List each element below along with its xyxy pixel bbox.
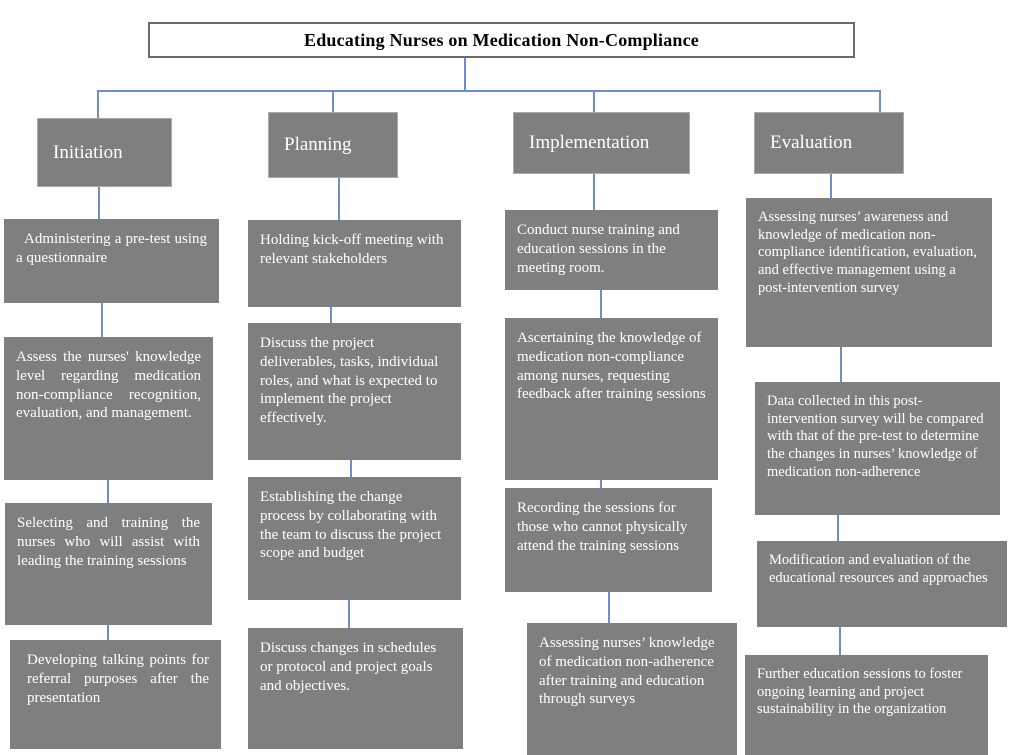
connector-initiation-1 — [98, 187, 100, 219]
planning-step-establish-change-process: Establishing the change process by colla… — [248, 477, 461, 600]
connector-initiation-3 — [107, 480, 109, 503]
connector-drop-evaluation — [879, 90, 881, 112]
phase-header-initiation-label: Initiation — [53, 141, 123, 163]
connector-drop-planning — [332, 90, 334, 112]
connector-main-horizontal — [97, 90, 881, 92]
phase-header-implementation-label: Implementation — [529, 132, 650, 153]
initiation-step-select-train-nurses: Selecting and training the nurses who wi… — [5, 503, 212, 625]
phase-header-implementation: Implementation — [513, 112, 690, 174]
planning-step-kickoff-meeting: Holding kick-off meeting with relevant s… — [248, 220, 461, 307]
implementation-step-assess-via-surveys: Assessing nurses’ knowledge of medicatio… — [527, 623, 737, 755]
planning-step-discuss-deliverables: Discuss the project deliverables, tasks,… — [248, 323, 461, 460]
initiation-step-pretest: Administering a pre-test using a questio… — [4, 219, 219, 303]
phase-header-evaluation: Evaluation — [754, 112, 904, 174]
chart-title: Educating Nurses on Medication Non-Compl… — [303, 29, 699, 50]
evaluation-step-further-education: Further education sessions to foster ong… — [745, 655, 988, 755]
initiation-step-assess-knowledge: Assess the nurses' knowledge level regar… — [4, 337, 213, 480]
planning-step-discuss-changes: Discuss changes in schedules or protocol… — [248, 628, 463, 749]
connector-planning-1 — [338, 178, 340, 220]
initiation-step-talking-points: Developing talking points for referral p… — [10, 640, 221, 749]
connector-planning-4 — [348, 600, 350, 628]
phase-header-evaluation-label: Evaluation — [770, 132, 853, 153]
connector-evaluation-1 — [830, 174, 832, 198]
evaluation-step-modify-resources: Modification and evaluation of the educa… — [757, 541, 1007, 627]
connector-initiation-4 — [107, 625, 109, 640]
connector-initiation-2 — [101, 303, 103, 337]
connector-evaluation-3 — [837, 515, 839, 541]
chart-title-box: Educating Nurses on Medication Non-Compl… — [148, 22, 855, 58]
connector-implementation-1 — [593, 174, 595, 210]
connector-title-drop — [464, 58, 466, 91]
connector-implementation-4 — [608, 592, 610, 623]
connector-drop-initiation — [97, 90, 99, 118]
implementation-step-ascertain-knowledge: Ascertaining the knowledge of medication… — [505, 318, 718, 480]
connector-planning-3 — [350, 460, 352, 477]
implementation-step-record-sessions: Recording the sessions for those who can… — [505, 488, 712, 592]
phase-header-planning-label: Planning — [284, 134, 352, 155]
implementation-step-conduct-training: Conduct nurse training and education ses… — [505, 210, 718, 290]
phase-header-initiation: Initiation — [37, 118, 172, 187]
connector-implementation-2 — [600, 290, 602, 318]
connector-evaluation-2 — [840, 347, 842, 382]
connector-evaluation-4 — [839, 627, 841, 655]
phase-header-planning: Planning — [268, 112, 398, 178]
evaluation-step-post-intervention-survey: Assessing nurses’ awareness and knowledg… — [746, 198, 992, 347]
connector-planning-2 — [330, 307, 332, 323]
connector-implementation-3 — [600, 480, 602, 488]
connector-drop-implementation — [593, 90, 595, 112]
evaluation-step-compare-data: Data collected in this post-intervention… — [755, 382, 1000, 515]
